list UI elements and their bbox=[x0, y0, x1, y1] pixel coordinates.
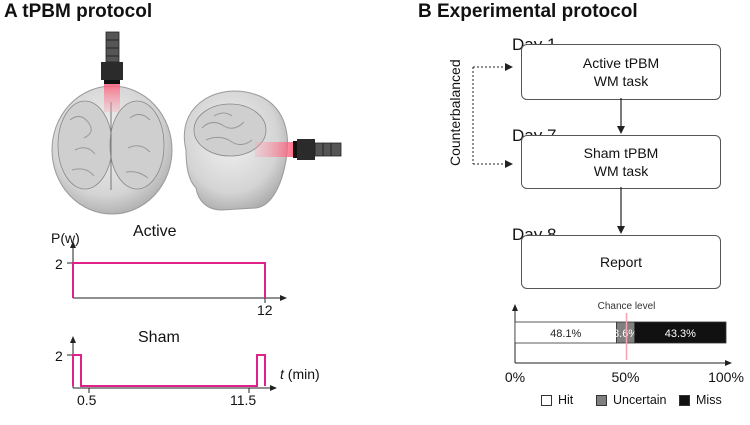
sham-y-tick-label: 2 bbox=[55, 348, 63, 364]
legend-miss-swatch bbox=[679, 394, 690, 406]
bar-x-tick-label-1: 50% bbox=[611, 369, 639, 385]
flow-arrow-2-head bbox=[617, 226, 625, 234]
day-8-box: Report bbox=[521, 235, 721, 289]
bar-y-axis-arrow bbox=[512, 304, 518, 311]
panel-b-heading: B Experimental protocol bbox=[418, 1, 638, 22]
legend-uncertain-swatch bbox=[596, 394, 607, 406]
active-pulse-line bbox=[72, 262, 266, 298]
sham-x-tick-start-label: 0.5 bbox=[77, 392, 97, 408]
counterbalanced-arrow-bottom bbox=[505, 160, 513, 168]
active-y-tick-label: 2 bbox=[55, 256, 63, 272]
sham-y-axis-arrow bbox=[70, 336, 76, 343]
bar-label-hit: 48.1% bbox=[550, 328, 581, 340]
bar-segment-miss bbox=[634, 321, 727, 344]
day-8-line-1: Report bbox=[599, 254, 643, 270]
flow-arrow-1-head bbox=[617, 126, 625, 134]
day-1-line-1: Active tPBM bbox=[582, 55, 660, 71]
head-top-view bbox=[51, 85, 173, 215]
laser-device-side bbox=[293, 139, 342, 160]
light-beam-side bbox=[255, 142, 293, 157]
day-7-line-2: WM task bbox=[593, 163, 649, 179]
bar-x-axis-arrow bbox=[725, 360, 732, 366]
sham-chart bbox=[67, 336, 277, 393]
legend-uncertain: Uncertain bbox=[596, 393, 667, 407]
day-1-line-2: WM task bbox=[593, 73, 649, 89]
day-7-box: Sham tPBM WM task bbox=[521, 135, 721, 189]
active-chart bbox=[67, 241, 287, 303]
panel-a-heading: A tPBM protocol bbox=[4, 1, 153, 22]
sham-x-axis-label: t (min) bbox=[280, 366, 320, 382]
sham-chart-title: Sham bbox=[138, 329, 180, 346]
day-1-box: Active tPBM WM task bbox=[521, 44, 721, 100]
active-chart-title: Active bbox=[133, 223, 177, 240]
legend-miss-label: Miss bbox=[696, 393, 722, 407]
legend-hit: Hit bbox=[541, 393, 573, 407]
tpbm-head-illustration bbox=[51, 31, 342, 215]
legend-hit-swatch bbox=[541, 394, 552, 406]
light-beam-top bbox=[104, 84, 120, 112]
day-7-line-1: Sham tPBM bbox=[583, 145, 659, 161]
bar-x-tick-label-0: 0% bbox=[505, 369, 525, 385]
chance-level-label: Chance level bbox=[598, 301, 656, 312]
sham-x-tick-end-label: 11.5 bbox=[230, 392, 257, 408]
head-side-view bbox=[183, 90, 288, 211]
sham-x-axis-arrow bbox=[270, 385, 277, 391]
active-y-axis-arrow bbox=[70, 241, 76, 248]
laser-device-top bbox=[101, 31, 123, 84]
legend-uncertain-label: Uncertain bbox=[613, 393, 667, 407]
legend-hit-label: Hit bbox=[558, 393, 574, 407]
bar-x-tick-label-2: 100% bbox=[708, 369, 744, 385]
legend-miss: Miss bbox=[679, 393, 722, 407]
active-x-axis-arrow bbox=[280, 295, 287, 301]
sham-pulse-line bbox=[72, 354, 266, 387]
bar-label-miss: 43.3% bbox=[665, 328, 696, 340]
counterbalanced-arrow-top bbox=[505, 63, 513, 71]
active-x-tick-label: 12 bbox=[257, 302, 273, 318]
bar-label-uncertain: 8.6% bbox=[613, 328, 638, 340]
